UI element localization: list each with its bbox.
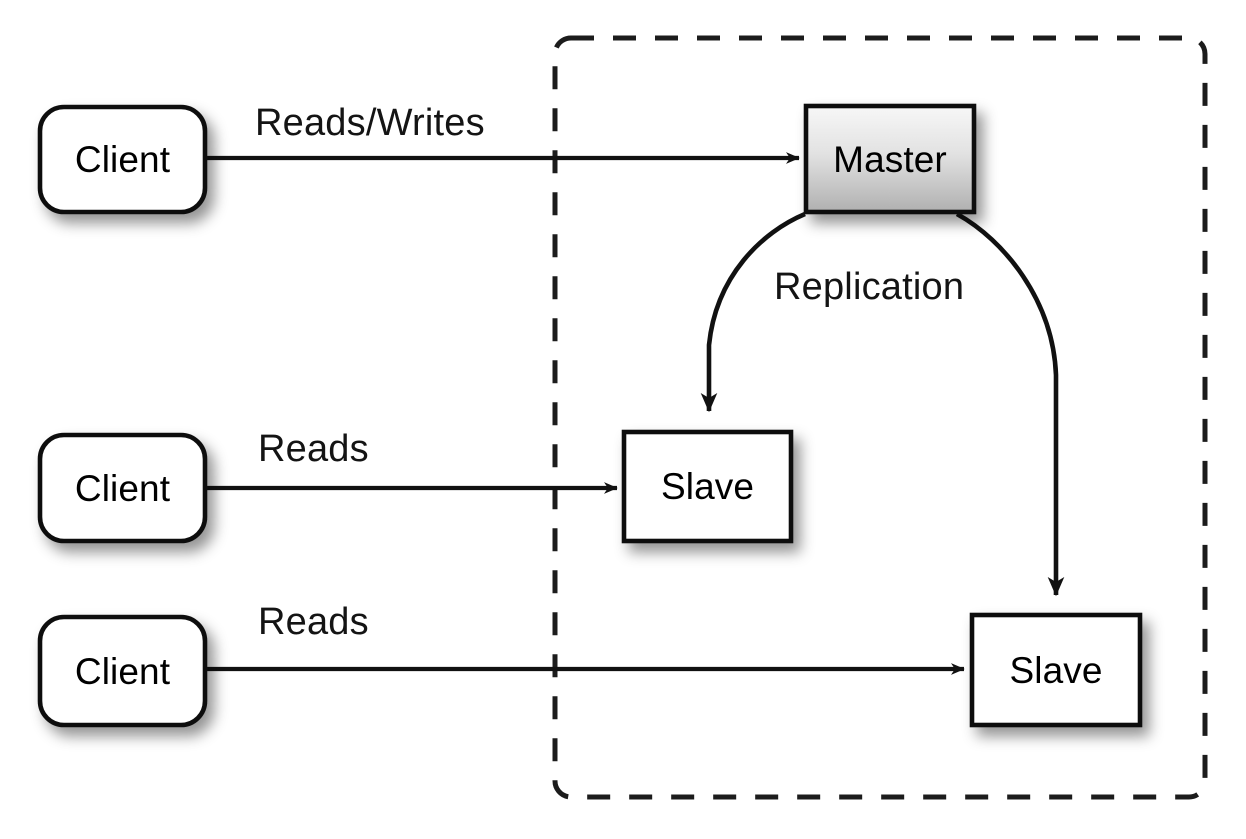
node-client-3[interactable] <box>37 614 208 728</box>
node-master[interactable] <box>803 103 977 215</box>
node-slave-2[interactable] <box>969 612 1143 728</box>
replication-cluster-boundary <box>552 35 1208 800</box>
edge-master-slave2 <box>955 211 1065 597</box>
node-client-1[interactable] <box>37 104 208 215</box>
node-slave-1[interactable] <box>621 429 794 544</box>
edge-master-slave1 <box>700 211 806 413</box>
node-client-2[interactable] <box>37 432 208 544</box>
